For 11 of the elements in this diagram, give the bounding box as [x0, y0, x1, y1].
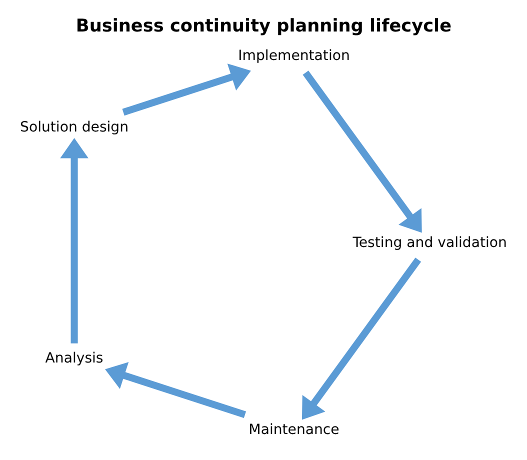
node-text: Maintenance [248, 421, 340, 438]
diagram-title: Business continuity planning lifecycle [76, 16, 452, 36]
node-text: Solution design [20, 119, 129, 136]
arrow [302, 257, 422, 420]
node-text: Testing and validation [352, 234, 507, 251]
arrow [60, 138, 88, 343]
node-text: Implementation [238, 48, 350, 64]
arrow [122, 63, 251, 116]
arrow [105, 362, 246, 418]
node-text: Analysis [45, 350, 104, 366]
arrow [302, 70, 422, 232]
